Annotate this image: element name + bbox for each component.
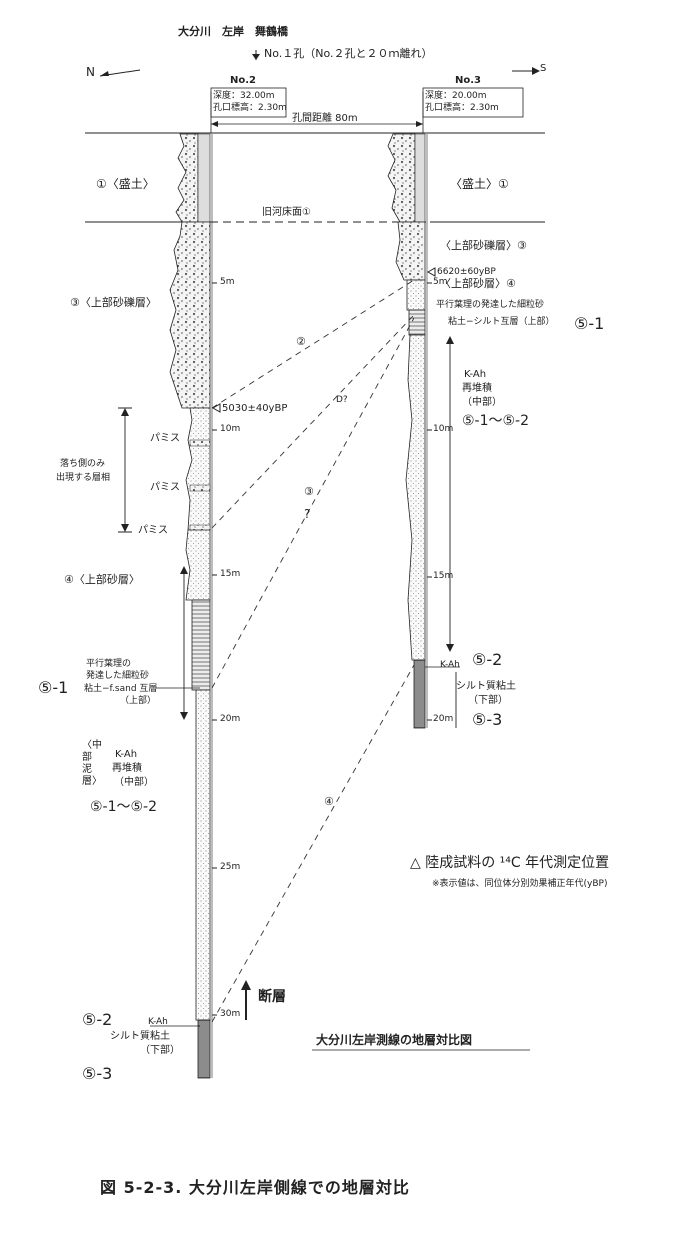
left-kah-label: K-Ah (115, 749, 138, 760)
left-5-2-label: ⑤-2 (82, 1010, 113, 1029)
correlation-line-3b (211, 317, 415, 689)
left-scale-30m: 30m (220, 1009, 241, 1019)
figure-caption: 図 5-2-3. 大分川左岸側線での地層対比 (100, 1178, 410, 1197)
right-kah-label: K-Ah (464, 369, 487, 380)
borehole-distance: 孔間距離 80m (292, 113, 358, 124)
correlation-mark-3: ③ (304, 485, 314, 498)
left-scale-25m: 25m (220, 862, 241, 872)
no1-note: No.１孔（No.２孔と２０ｍ離れ） (264, 47, 433, 60)
location-title: 大分川 左岸 舞鶴橋 (178, 25, 288, 38)
no3-elevation: 孔口標高：2.30m (425, 103, 499, 113)
right-5-1-label: ⑤-1 (574, 314, 605, 333)
right-upper-gravel-label: 〈上部砂礫層〉③ (440, 239, 527, 252)
right-redeposit-label: 再堆積 (462, 383, 492, 394)
right-scale-5m: 5m (433, 277, 448, 287)
right-mid-label: （中部） (462, 397, 502, 408)
pumice-label-2: パミス (150, 482, 180, 493)
mid-layer-vertical-label: 〈中部泥層〉 (82, 740, 102, 787)
left-range-label: ⑤-1〜⑤-2 (90, 799, 158, 815)
legend-note: ※表示値は、同位体分別効果補正年代(yBP) (432, 879, 608, 889)
pumice-label-1: パミス (150, 433, 180, 444)
no3-depth: 深度：20.00m (425, 91, 487, 101)
c14-marker-left (211, 403, 221, 413)
left-upper-gravel-label: ③〈上部砂礫層〉 (70, 296, 157, 309)
date-5030-label: 5030±40yBP (222, 403, 288, 414)
borehole-no3-column (387, 133, 426, 729)
left-scale-15m: 15m (220, 569, 241, 579)
no2-info-box (210, 87, 287, 118)
left-silt-clay-label: シルト質粘土 (110, 1031, 170, 1042)
right-clay-silt-label: 粘土−シルト互層（上部） (448, 317, 555, 327)
right-range-label: ⑤-1〜⑤-2 (462, 413, 530, 429)
clay-alt-label-1: 粘土−f.sand 互層 (84, 684, 158, 694)
fallside-label-2: 出現する層相 (56, 473, 111, 483)
right-scale-20m: 20m (433, 714, 454, 724)
left-mid-label: （中部） (114, 777, 154, 788)
correlation-line-4 (211, 664, 415, 1023)
clay-alt-label-2: （上部） (120, 696, 157, 706)
left-scale-10m: 10m (220, 424, 241, 434)
right-kah2-label: K-Ah (440, 660, 460, 670)
right-scale-15m: 15m (433, 571, 454, 581)
right-scale-10m: 10m (433, 424, 454, 434)
fault-label: 断層 (258, 989, 286, 1005)
right-lower-label: （下部） (468, 695, 508, 706)
left-redeposit-label: 再堆積 (112, 763, 142, 774)
pumice-label-3: パミス (138, 525, 168, 536)
correlation-mark-2: ② (296, 335, 306, 348)
borehole-no2-column (169, 133, 211, 1079)
no2-depth: 深度：32.00m (213, 91, 275, 101)
left-fill-label: ①〈盛土〉 (96, 177, 155, 191)
date-6620-label: 6620±60yBP (437, 267, 496, 277)
correlation-mark-3q: ? (304, 507, 311, 521)
correlation-line-2 (211, 279, 415, 409)
c14-marker-right (426, 267, 436, 277)
correlation-line-3 (211, 314, 415, 529)
diagram-title: 大分川左岸測線の地層対比図 (316, 1033, 473, 1047)
correlation-mark-2b: D? (336, 395, 348, 405)
fallside-label-1: 落ち側のみ (60, 459, 106, 469)
borehole-no2-scale (211, 134, 217, 1078)
no3-info-box (422, 87, 524, 118)
right-5-3-label: ⑤-3 (472, 710, 503, 729)
left-scale-20m: 20m (220, 714, 241, 724)
right-5-2-label: ⑤-2 (472, 650, 503, 669)
no3-name: No.3 (455, 75, 481, 86)
right-fill-label: 〈盛土〉① (450, 177, 509, 191)
left-5-1-label: ⑤-1 (38, 678, 69, 697)
no2-name: No.2 (230, 75, 256, 86)
right-silt-clay-label: シルト質粘土 (456, 681, 516, 692)
no2-elevation: 孔口標高：2.30m (213, 103, 287, 113)
left-scale-5m: 5m (220, 277, 235, 287)
correlation-mark-4: ④ (324, 795, 334, 808)
north-label: N (86, 65, 95, 79)
right-upper-sand-label: 〈上部砂層〉④ (440, 277, 516, 290)
left-5-3-label: ⑤-3 (82, 1064, 113, 1083)
left-upper-sand-label: ④〈上部砂層〉 (64, 573, 140, 586)
legend-title: △ 陸成試料の ¹⁴C 年代測定位置 (410, 855, 610, 871)
left-lower-label: （下部） (140, 1045, 180, 1056)
parallel-label-2: 発達した細粒砂 (86, 671, 150, 681)
old-riverbed-label: 旧河床面① (262, 207, 311, 218)
parallel-label-1: 平行葉理の (86, 659, 132, 669)
borehole-no3-scale (426, 134, 432, 728)
right-parallel-label: 平行葉理の発達した細粒砂 (436, 300, 545, 310)
south-label: S (540, 63, 547, 74)
left-kah2-label: K-Ah (148, 1017, 168, 1027)
